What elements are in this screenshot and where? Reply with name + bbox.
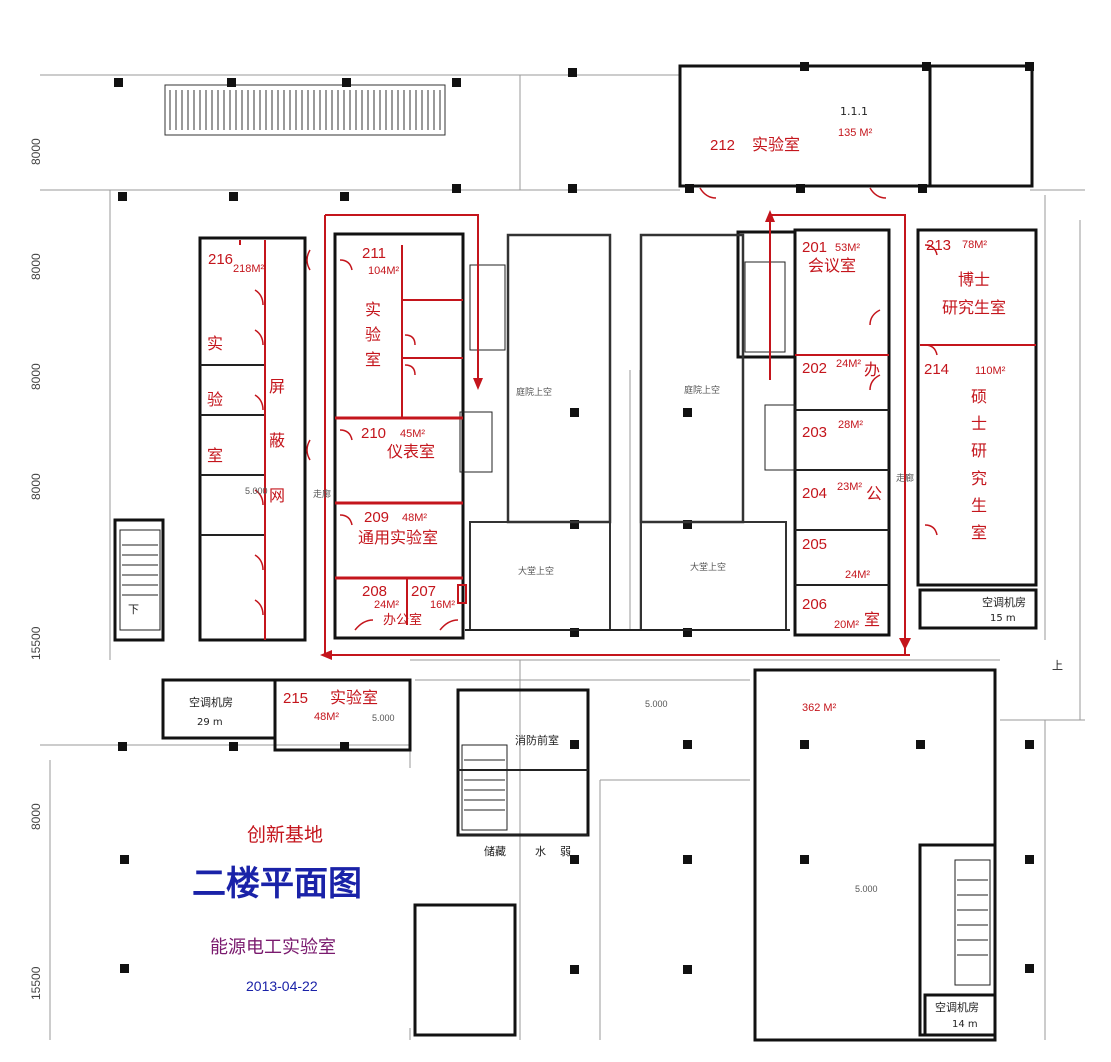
elevation-mark: 5.000 bbox=[372, 713, 395, 723]
room-209-area: 48M² bbox=[402, 512, 428, 524]
stair-up-label: 上 bbox=[1052, 659, 1063, 672]
room-204-area: 23M² bbox=[837, 481, 863, 493]
ac-room-2-area: 15 m bbox=[990, 613, 1016, 624]
room-215-name: 实验室 bbox=[330, 688, 379, 707]
room-212-area: 135 M² bbox=[838, 127, 873, 139]
courtyard-void-2: 庭院上空 bbox=[684, 385, 721, 395]
ac-room-1-area: 29 m bbox=[197, 717, 223, 728]
room-202-name: 办 bbox=[864, 360, 881, 379]
room-205-number: 205 bbox=[802, 536, 828, 553]
room-213-area: 78M² bbox=[962, 239, 988, 251]
room-211-number: 211 bbox=[362, 245, 386, 262]
room-209-number: 209 bbox=[364, 509, 390, 526]
room-208-area: 24M² bbox=[374, 599, 400, 611]
water-label: 水 bbox=[535, 845, 546, 858]
room-204-name: 公 bbox=[866, 484, 883, 503]
room-202-area: 24M² bbox=[836, 358, 862, 370]
elevation-mark: 5.000 bbox=[245, 486, 268, 496]
ac-room-3-area: 14 m bbox=[952, 1019, 978, 1030]
room-207-name: 办公室 bbox=[383, 613, 423, 628]
ac-room-1-label: 空调机房 bbox=[189, 696, 233, 709]
dimension-label: 8000 bbox=[29, 803, 43, 830]
room-201-name: 会议室 bbox=[808, 256, 857, 275]
room-203-number: 203 bbox=[802, 424, 828, 441]
stairs bbox=[119, 261, 991, 986]
room-212-number: 212 bbox=[710, 137, 736, 154]
room-210-area: 45M² bbox=[400, 428, 426, 440]
room-210-number: 210 bbox=[361, 425, 387, 442]
ac-room-2-label: 空调机房 bbox=[982, 596, 1026, 609]
room-207-area: 16M² bbox=[430, 599, 456, 611]
dimension-label: 8000 bbox=[29, 473, 43, 500]
dimension-label: 15500 bbox=[29, 626, 43, 660]
room-216-area: 218M² bbox=[233, 263, 265, 275]
room-216-number: 216 bbox=[208, 251, 234, 268]
dimension-label: 8000 bbox=[29, 253, 43, 280]
room-206-name: 室 bbox=[864, 610, 881, 629]
room-211-area: 104M² bbox=[368, 265, 400, 277]
ac-room-3-label: 空调机房 bbox=[935, 1001, 979, 1014]
dimension-label: 15500 bbox=[29, 966, 43, 1000]
room-212-name: 实验室 bbox=[752, 135, 801, 154]
room-213-name-b: 研究生室 bbox=[942, 298, 1007, 317]
room-215-area: 48M² bbox=[314, 711, 340, 723]
room-205-area: 24M² bbox=[845, 569, 871, 581]
room-202-number: 202 bbox=[802, 360, 828, 377]
room-207-number: 207 bbox=[411, 583, 437, 600]
storage-label: 储藏 bbox=[484, 845, 506, 858]
corridor-label-1: 走廊 bbox=[313, 489, 332, 499]
courtyard-void-1: 庭院上空 bbox=[516, 387, 553, 397]
room-209-name: 通用实验室 bbox=[358, 528, 439, 547]
room-201-number: 201 bbox=[802, 239, 828, 256]
legend-org: 创新基地 bbox=[247, 824, 324, 846]
room-214-name: 硕士研究生室 bbox=[970, 387, 987, 542]
legend-lab: 能源电工实验室 bbox=[210, 937, 336, 958]
legend-title: 二楼平面图 bbox=[192, 864, 362, 904]
room-213-number: 213 bbox=[926, 237, 952, 254]
room-203-area: 28M² bbox=[838, 419, 864, 431]
fire-anteroom-label: 消防前室 bbox=[515, 734, 559, 747]
structural-columns bbox=[114, 62, 1034, 974]
room-216-shield-net: 屏蔽网 bbox=[268, 377, 285, 505]
legend-panel bbox=[164, 768, 412, 1028]
room-212-code: 1.1.1 bbox=[840, 105, 868, 118]
top-bridge bbox=[164, 84, 446, 136]
room-214-number: 214 bbox=[924, 361, 950, 378]
main-walls bbox=[113, 64, 1038, 1042]
room-216-name: 实验室 bbox=[206, 334, 223, 465]
stair-down-label: 下 bbox=[128, 603, 139, 616]
room-215-number: 215 bbox=[283, 690, 309, 707]
room-213-name-a: 博士 bbox=[958, 270, 991, 289]
door-swings bbox=[254, 187, 938, 631]
lobby-void-1: 大堂上空 bbox=[518, 566, 555, 576]
room-206-number: 206 bbox=[802, 596, 828, 613]
room-204-number: 204 bbox=[802, 485, 828, 502]
flow-arrows bbox=[320, 210, 911, 660]
elevation-mark: 5.000 bbox=[645, 699, 668, 709]
room-211-name: 实验室 bbox=[364, 300, 381, 369]
room-201-area: 53M² bbox=[835, 242, 861, 254]
lobby-void-2: 大堂上空 bbox=[690, 562, 727, 572]
dimension-label: 8000 bbox=[29, 138, 43, 165]
room-208-number: 208 bbox=[362, 583, 388, 600]
weak-current-label: 弱 bbox=[560, 845, 571, 858]
elevation-mark: 5.000 bbox=[855, 884, 878, 894]
hall-area: 362 M² bbox=[802, 702, 837, 714]
room-214-area: 110M² bbox=[975, 365, 1006, 377]
legend-date: 2013-04-22 bbox=[246, 978, 318, 994]
room-210-name: 仪表室 bbox=[387, 442, 436, 461]
dimension-label: 8000 bbox=[29, 363, 43, 390]
room-206-area: 20M² bbox=[834, 619, 860, 631]
corridor-label-2: 走廊 bbox=[896, 473, 915, 483]
